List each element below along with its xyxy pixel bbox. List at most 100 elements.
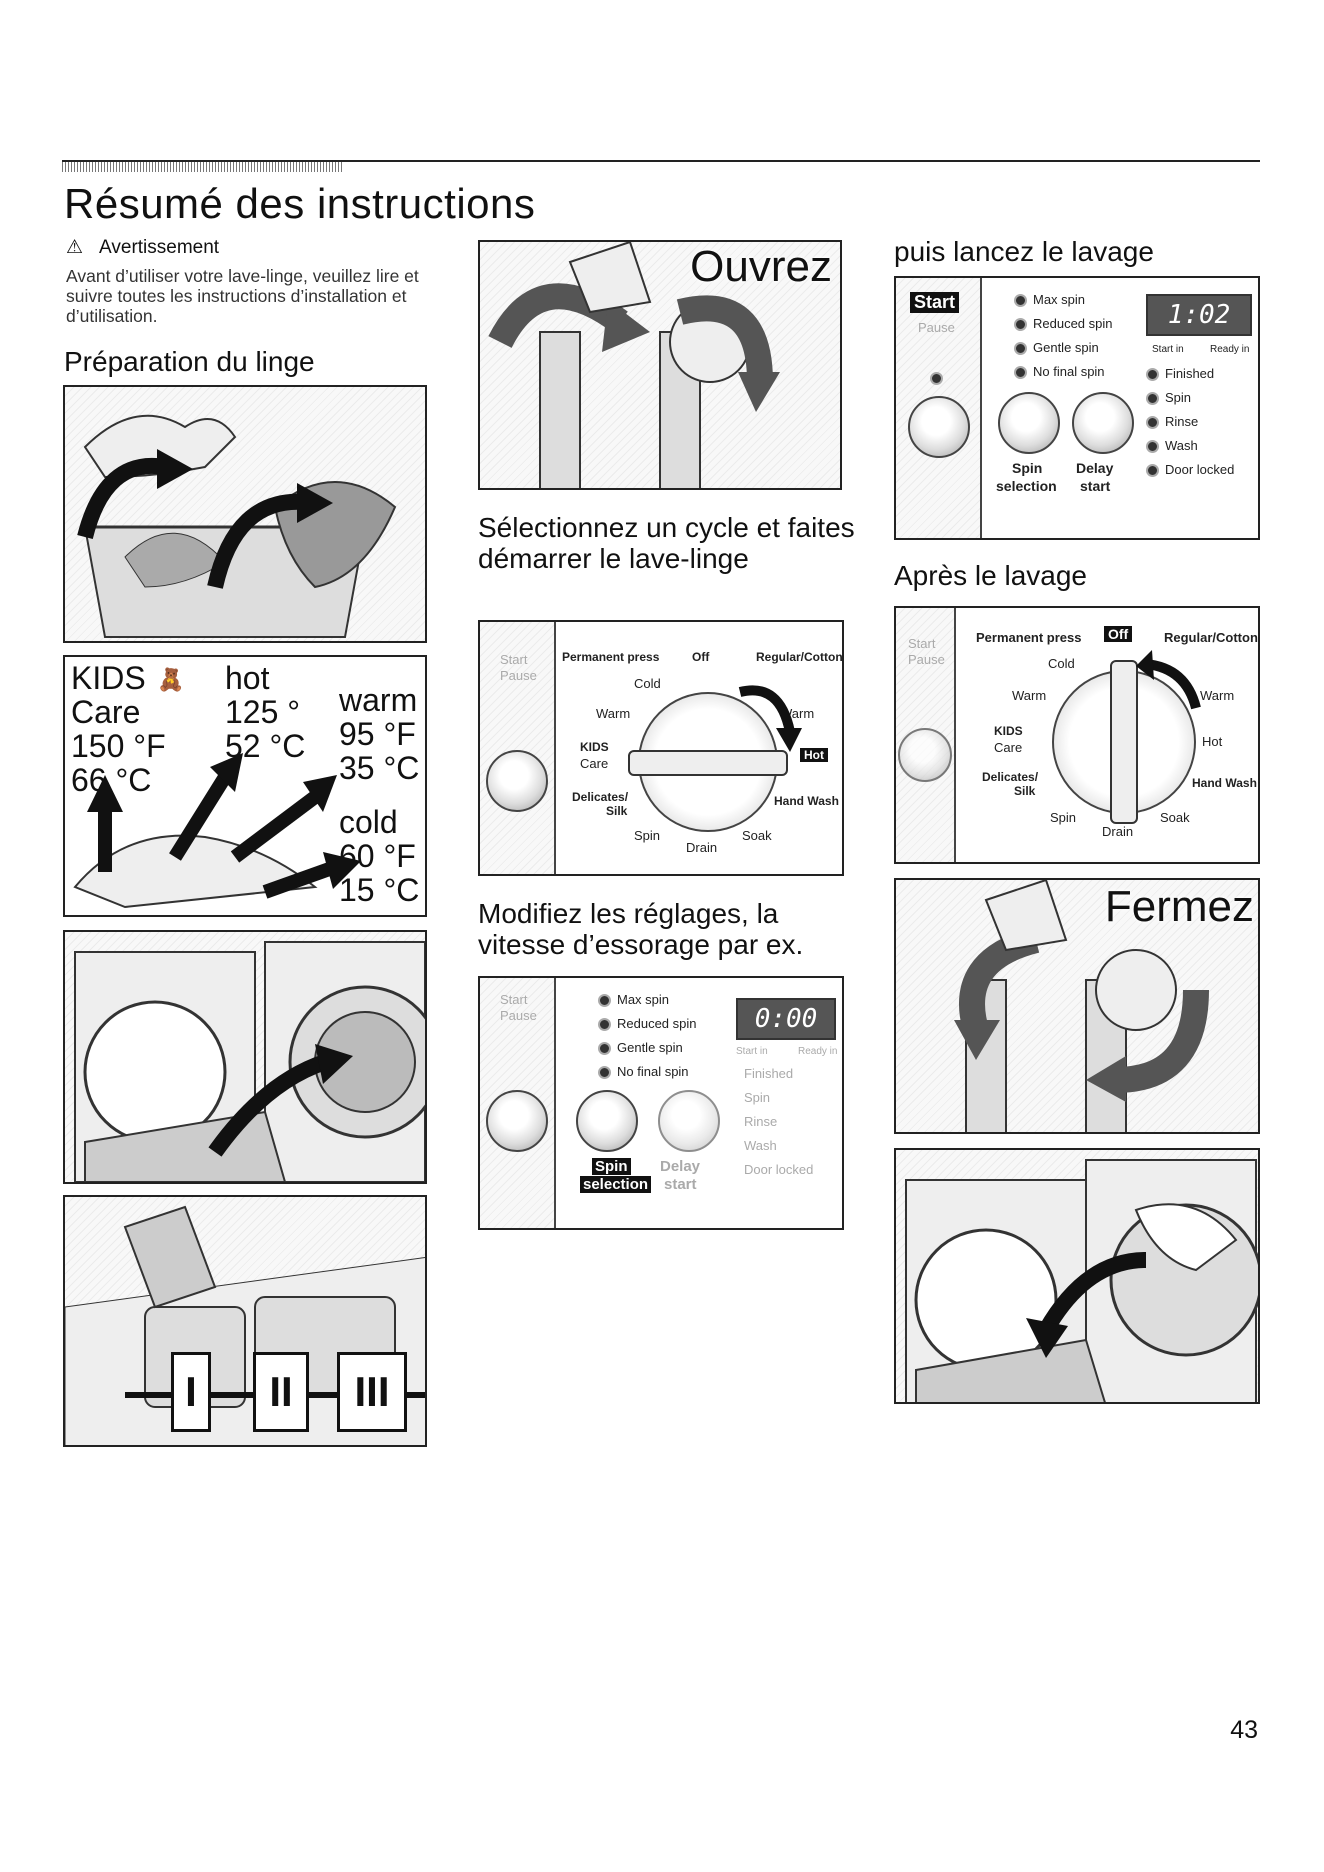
rinse-row: Rinse: [1146, 414, 1198, 430]
compartment-i: I: [171, 1352, 211, 1432]
reduced-spin-label: Reduced spin: [617, 1016, 697, 1031]
loading-machine-drawing: [74, 941, 425, 1182]
start-knob[interactable]: [898, 728, 952, 782]
page-number: 43: [1230, 1716, 1258, 1744]
no-final-spin-row: No final spin: [598, 1064, 689, 1080]
wash-row: Wash: [1146, 438, 1198, 454]
pause-label-faded: Pause: [908, 652, 945, 667]
detergent-dispenser-illustration: I II III: [63, 1195, 427, 1447]
finished-row: Finished: [1146, 366, 1215, 382]
led-icon: [1014, 294, 1027, 308]
delay-start-knob[interactable]: [658, 1090, 720, 1152]
open-tap-illustration: Ouvrez: [478, 240, 842, 490]
kids-label: KIDS: [71, 660, 146, 696]
pause-label-faded: Pause: [918, 320, 955, 335]
warning-text: Avant d’utiliser votre lave-linge, veuil…: [66, 266, 419, 326]
temperature-sorting-illustration: KIDS 🧸 Care 150 °F 66 °C hot 125 ° 52 °C…: [63, 655, 427, 917]
delicates-label: Delicates/: [572, 790, 629, 804]
header-rule: [62, 160, 1260, 162]
cold-label: Cold: [1048, 656, 1075, 671]
led-icon: [1014, 318, 1027, 332]
door-locked-status: Door locked: [744, 1162, 814, 1177]
reduced-spin-label: Reduced spin: [1033, 316, 1113, 331]
gentle-spin-row: Gentle spin: [598, 1040, 683, 1056]
open-label: Ouvrez: [690, 242, 832, 291]
permanent-press-label: Permanent press: [976, 630, 1082, 645]
heading-modify-settings: Modifiez les réglages, la vitesse d’esso…: [478, 898, 804, 960]
spin-selection-knob[interactable]: [576, 1090, 638, 1152]
unloading-machine-illustration: [894, 1148, 1260, 1404]
drain-label: Drain: [1102, 824, 1134, 839]
wash-status: Wash: [1165, 438, 1198, 453]
laundry-basket-illustration: [63, 385, 427, 643]
start-knob[interactable]: [908, 396, 970, 458]
warning-triangle-icon: ⚠: [66, 237, 84, 258]
spin-status: Spin: [744, 1090, 771, 1105]
spin-selection-knob[interactable]: [998, 392, 1060, 454]
ready-in-label: Ready in: [1210, 344, 1250, 355]
start-knob[interactable]: [486, 750, 548, 812]
hot-temp-f: 125 °: [225, 694, 301, 730]
cold-temp-c: 15 °C: [339, 872, 420, 908]
page-title: Résumé des instructions: [64, 180, 536, 227]
spin-label: Spin: [634, 828, 661, 843]
no-final-spin-label: No final spin: [1033, 364, 1105, 379]
kids-label: KIDS: [994, 724, 1023, 738]
ready-in-label: Ready in: [798, 1046, 838, 1057]
delay-start-knob[interactable]: [1072, 392, 1134, 454]
unloading-machine-drawing: [905, 1159, 1258, 1402]
finished-status: Finished: [744, 1066, 794, 1081]
warning-heading: ⚠ Avertissement: [66, 236, 219, 259]
warm-temp-f: 95 °F: [339, 716, 416, 752]
max-spin-row: Max spin: [598, 992, 669, 1008]
led-icon: [598, 1066, 611, 1080]
silk-label: Silk: [1014, 784, 1036, 798]
start-label-highlighted: Start: [910, 292, 960, 313]
spin-status-row: Spin: [1146, 390, 1191, 406]
close-tap-drawing: [954, 880, 1209, 1132]
heading-after-wash: Après le lavage: [894, 560, 1088, 591]
no-final-spin-label: No final spin: [617, 1064, 689, 1079]
heading-select-cycle: Sélectionnez un cycle et faites démarrer…: [478, 512, 855, 574]
cycle-dial-arrow: [738, 685, 802, 752]
led-icon: [1146, 416, 1159, 430]
led-icon: [1014, 366, 1027, 380]
care-label: Care: [994, 740, 1023, 755]
start-knob[interactable]: [486, 1090, 548, 1152]
heading-preparation: Préparation du linge: [64, 346, 315, 377]
sorting-arrows: [73, 753, 361, 909]
warm-temp-c: 35 °C: [339, 750, 420, 786]
loading-machine-illustration: [63, 930, 427, 1184]
warm-label: warm: [339, 682, 418, 718]
max-spin-row: Max spin: [1014, 292, 1086, 308]
kids-label: KIDS: [580, 740, 609, 754]
led-icon: [1146, 464, 1159, 478]
finished-status: Finished: [1165, 366, 1215, 381]
close-label: Fermez: [1104, 882, 1254, 931]
time-display: 0:00: [736, 998, 836, 1040]
reduced-spin-row: Reduced spin: [598, 1016, 697, 1032]
care-label: Care: [71, 694, 141, 730]
spin-label-highlighted: Spin: [592, 1158, 631, 1175]
gentle-spin-label: Gentle spin: [617, 1040, 683, 1055]
after-wash-dial-panel: Start Pause Permanent press Off Regular/…: [894, 606, 1260, 864]
start-led-icon: [930, 372, 943, 385]
soak-label: Soak: [742, 828, 772, 843]
selection-label: selection: [996, 478, 1057, 494]
cycle-dial-handle[interactable]: [1110, 660, 1138, 824]
cycle-dial-handle[interactable]: [628, 750, 788, 776]
no-final-spin-row: No final spin: [1014, 364, 1105, 380]
gentle-spin-label: Gentle spin: [1033, 340, 1099, 355]
max-spin-label: Max spin: [1033, 292, 1086, 307]
pause-label-faded: Pause: [500, 668, 537, 683]
door-locked-row: Door locked: [1146, 462, 1234, 478]
start-lc-label-faded: start: [664, 1176, 697, 1193]
cycle-dial-arrow: [1136, 650, 1201, 710]
start-label-faded: Start: [500, 652, 528, 667]
regular-cotton-label: Regular/Cotton: [756, 650, 843, 664]
led-icon: [1146, 440, 1159, 454]
compartment-iii: III: [337, 1352, 407, 1432]
cycle-selector-panel: Start Pause Permanent press Off Regular/…: [478, 620, 844, 876]
led-icon: [1146, 392, 1159, 406]
spin-label: Spin: [1050, 810, 1077, 825]
